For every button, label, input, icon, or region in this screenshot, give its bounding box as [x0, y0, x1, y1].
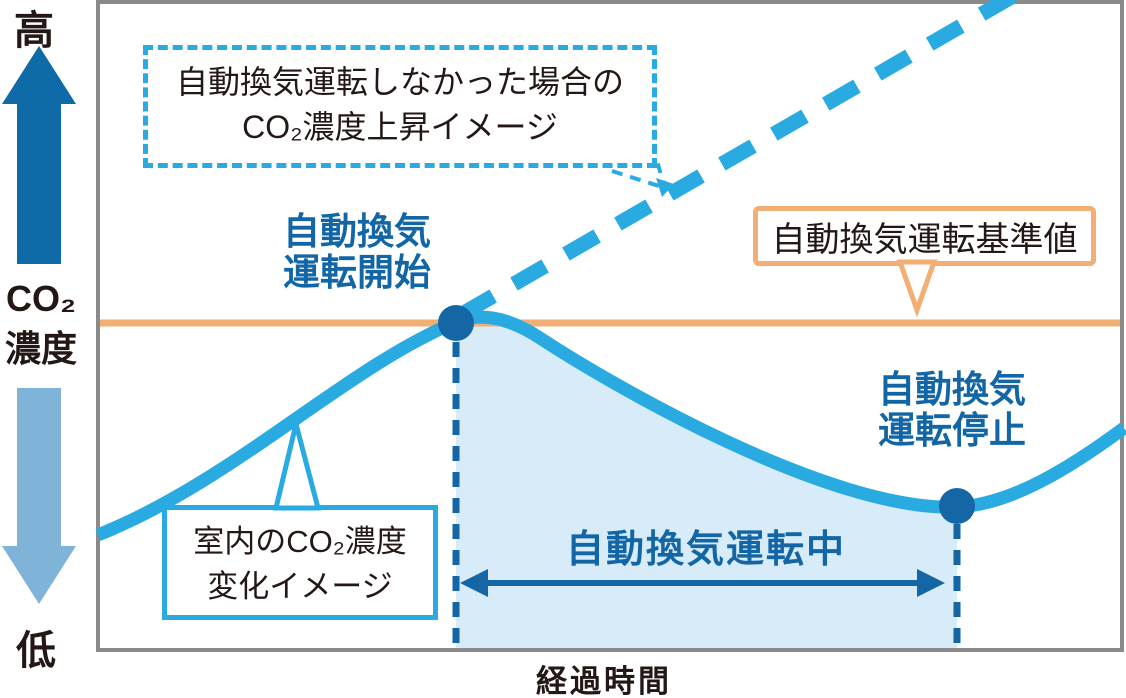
- co2-low-arrow-icon: [2, 388, 76, 604]
- no-ventilation-projection-line: [458, 0, 1022, 321]
- plot-border: [96, 0, 1124, 652]
- no-ventilation-callout-pointer: [611, 145, 674, 197]
- vent-start-marker: [438, 305, 474, 341]
- co2-high-arrow-icon: [2, 46, 76, 264]
- ventilation-active-region: [456, 317, 957, 650]
- venting-duration-arrow: [460, 569, 945, 597]
- vent-stop-marker: [939, 488, 975, 524]
- indoor-co2-curve: [95, 310, 1126, 542]
